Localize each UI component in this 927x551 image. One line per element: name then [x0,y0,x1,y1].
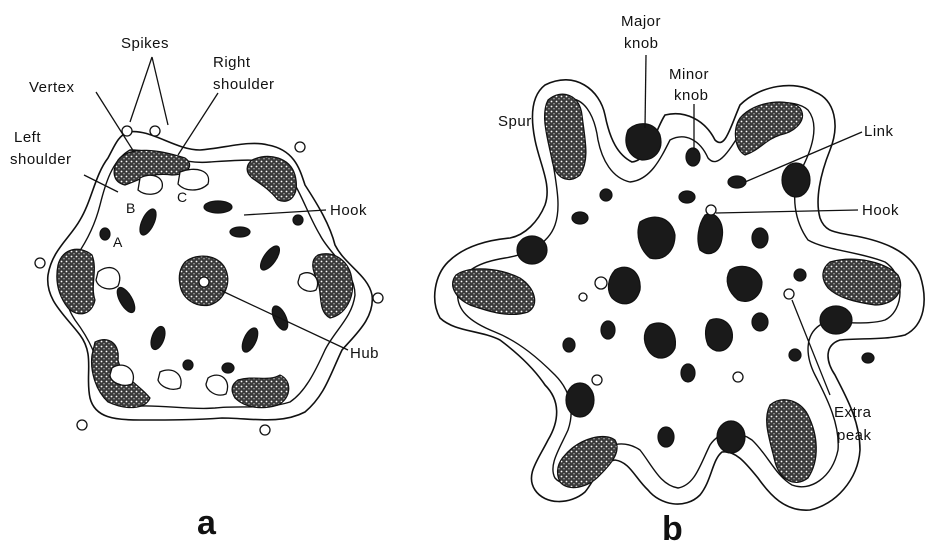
leader-spikes [130,57,168,125]
hole-b3 [733,372,743,382]
hole-a1 [138,175,162,194]
minor-knob-1 [728,176,746,188]
hole-b1 [595,277,607,289]
minor-knob-3 [862,353,874,363]
minor-knob-top [686,148,700,166]
hole-b4 [579,293,587,301]
hole-b2 [592,375,602,385]
feature-a1 [204,201,232,213]
spike-bottom-right [260,425,270,435]
label-left-shoulder-line2: shoulder [10,151,72,168]
hub-center [199,277,209,287]
core-feature-4 [608,267,640,304]
panel-b-letter: b [662,510,683,548]
panel-a-letter: a [197,504,217,542]
minor-knob-2 [572,212,588,224]
label-hook-b: Hook [862,202,899,219]
minor-knob-8 [794,269,806,281]
label-minor-knob-line2: knob [674,87,709,104]
hole-a4 [298,273,318,292]
major-knob-far-right [820,306,852,334]
major-knob-bottom-left [566,383,594,417]
hole-a5 [110,365,133,385]
minor-knob-6 [681,364,695,382]
label-minor-knob-line1: Minor [669,66,709,83]
core-feature-9 [601,321,615,339]
label-spur: Spur [498,113,532,130]
label-spikes: Spikes [121,35,169,52]
spike-bottom-left [77,420,87,430]
region-c-label: C [177,189,187,205]
leader-vertex [96,92,134,152]
feature-a11 [222,363,234,373]
vertex-blob-bottom-right [232,375,289,408]
label-left-shoulder-line1: Left [14,129,41,146]
major-knob-top [626,124,661,160]
minor-knob-4 [563,338,575,352]
minor-knob-9 [600,189,612,201]
minor-knob-7 [789,349,801,361]
minor-knob-5 [658,427,674,447]
spike-far-left [35,258,45,268]
core-feature-2 [698,214,723,254]
major-knob-right [782,163,810,197]
spike-right [295,142,305,152]
hole-a3 [96,268,120,289]
label-hub: Hub [350,345,379,362]
feature-a2 [230,227,250,237]
spike-top-right [150,126,160,136]
major-knob-bottom-right [717,421,745,453]
panel-b: Major knob Minor knob Spur Link Hook Ext… [435,13,924,548]
core-feature-10 [752,313,768,331]
core-feature-6 [706,319,733,351]
spike-far-right [373,293,383,303]
label-right-shoulder-line2: shoulder [213,76,275,93]
label-extra-peak-line1: Extra [834,404,872,421]
core-feature-7 [679,191,695,203]
core-feature-8 [752,228,768,248]
label-link: Link [864,123,894,140]
hole-a2 [178,169,209,190]
label-vertex: Vertex [29,79,75,96]
label-major-knob-line2: knob [624,35,659,52]
major-knob-left [517,236,547,264]
label-extra-peak-line2: peak [837,427,872,444]
extra-peak [784,289,794,299]
label-major-knob-line1: Major [621,13,661,30]
panel-a: A B C Spikes Vertex Right shoulder Left … [10,35,383,542]
hook-peak [706,205,716,215]
label-hook-a: Hook [330,202,367,219]
feature-a4 [100,228,110,240]
feature-a12 [293,215,303,225]
region-b-label: B [126,200,135,216]
label-right-shoulder-line1: Right [213,54,251,71]
feature-a10 [183,360,193,370]
region-a-label: A [113,234,123,250]
leader-right-shoulder [178,93,218,155]
leader-major-knob [645,55,646,128]
